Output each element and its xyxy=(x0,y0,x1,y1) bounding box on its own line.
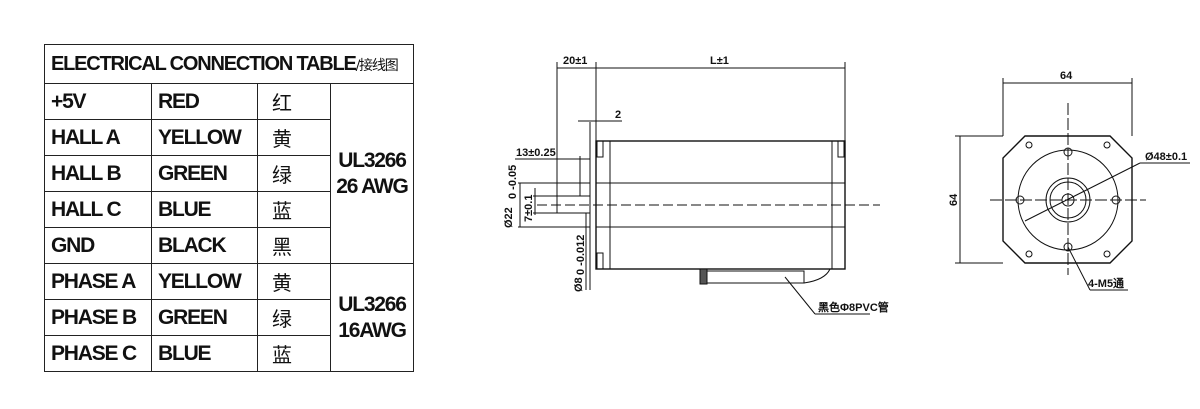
color-cell: YELLOW xyxy=(151,263,258,300)
front-view: 64 64 Ø48±0.1 4-M5通 xyxy=(948,70,1190,291)
signal-cell: HALL A xyxy=(44,119,152,156)
signal-cell: +5V xyxy=(44,83,152,120)
cable-gland xyxy=(699,268,708,285)
dim-boss-tolerance: 0 -0.05 xyxy=(507,165,519,199)
color-cell: RED xyxy=(151,83,258,120)
signal-cell: PHASE C xyxy=(44,335,152,372)
title-cn: /接线图 xyxy=(355,57,399,74)
dim-holes: 4-M5通 xyxy=(1088,277,1124,290)
flange-outline xyxy=(1002,135,1133,264)
dim-flat: 7±0.1 xyxy=(523,195,535,222)
dim-pcd: Ø48±0.1 xyxy=(1145,151,1187,163)
color-cell: GREEN xyxy=(151,155,258,192)
dim-shaft-length: 13±0.25 xyxy=(516,147,556,159)
signal-cell: HALL B xyxy=(44,155,152,192)
side-view: 20±1 L±1 2 13±0.25 Ø22 0 -0.05 7±0.1 Ø8 … xyxy=(503,55,889,315)
dim-height: 64 xyxy=(948,193,960,206)
color-cn-cell: 绿 xyxy=(257,299,331,336)
dim-boss-diameter: Ø22 xyxy=(503,207,515,228)
wire-type: UL3266 xyxy=(338,292,407,316)
color-cn-cell: 蓝 xyxy=(257,335,331,372)
color-cn-cell: 蓝 xyxy=(257,191,331,228)
color-cn-cell: 黄 xyxy=(257,263,331,300)
title-en: ELECTRICAL CONNECTION TABLE xyxy=(51,52,357,75)
dim-body-length: L±1 xyxy=(710,55,729,67)
signal-cell: PHASE A xyxy=(44,263,152,300)
color-cell: BLACK xyxy=(151,227,258,264)
signal-cell: GND xyxy=(44,227,152,264)
wire-gauge: 16AWG xyxy=(338,318,407,342)
cable xyxy=(706,270,805,284)
color-cn-cell: 红 xyxy=(257,83,331,120)
wire-type: UL3266 xyxy=(338,148,407,172)
dim-flange-length: 20±1 xyxy=(563,55,587,67)
dim-shaft-tolerance: 0 -0.012 xyxy=(575,235,587,275)
color-cn-cell: 黑 xyxy=(257,227,331,264)
table-title: ELECTRICAL CONNECTION TABLE/接线图 xyxy=(44,44,414,84)
color-cell: YELLOW xyxy=(151,119,258,156)
wire-gauge: 26 AWG xyxy=(336,174,409,198)
dim-shaft-diameter: Ø8 xyxy=(573,277,585,292)
dim-width: 64 xyxy=(1060,70,1073,82)
color-cell: BLUE xyxy=(151,335,258,372)
cable-note: 黑色Φ8PVC管 xyxy=(818,300,889,314)
dim-plate: 2 xyxy=(615,109,621,121)
color-cell: BLUE xyxy=(151,191,258,228)
color-cn-cell: 黄 xyxy=(257,119,331,156)
